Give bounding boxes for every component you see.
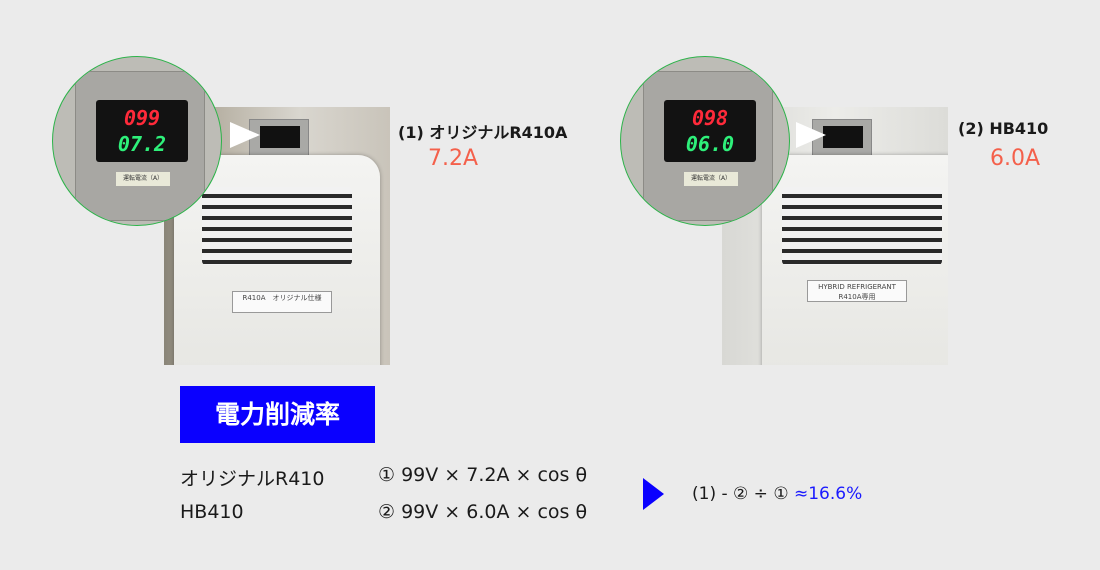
vent-grille: [782, 187, 942, 265]
meter-display: 099 07.2: [96, 100, 188, 162]
current-reading: 06.0: [685, 132, 735, 156]
current-reading: 07.2: [117, 132, 167, 156]
unit-tag: HYBRID REFRIGERANT R410A専用: [807, 280, 907, 302]
meter-display: 098 06.0: [664, 100, 756, 162]
voltage-reading: 098: [691, 106, 729, 130]
calculation-result: ≈16.6%: [793, 484, 863, 504]
calculation: (1) - ② ÷ ① ≈16.6%: [692, 484, 862, 504]
section-title: 電力削減率: [180, 386, 375, 443]
photo-original-unit: R410A オリジナル仕様: [164, 107, 390, 365]
photo-hb410-unit: HYBRID REFRIGERANT R410A専用: [722, 107, 948, 365]
product-label: (2) HB410: [958, 119, 1049, 138]
air-conditioner-unit: R410A オリジナル仕様: [174, 155, 380, 365]
unit-tag: R410A オリジナル仕様: [232, 291, 332, 313]
vent-grille: [202, 187, 352, 265]
meter-caption: 運転電流（A）: [684, 172, 738, 186]
row-name: HB410: [180, 501, 244, 523]
meter-caption: 運転電流（A）: [116, 172, 170, 186]
row-formula: ② 99V × 6.0A × cos θ: [378, 501, 588, 523]
meter-zoom-hb410: 098 06.0 運転電流（A）: [620, 56, 790, 226]
row-formula: ① 99V × 7.2A × cos θ: [378, 464, 588, 486]
row-name: オリジナルR410: [180, 468, 325, 490]
current-value: 6.0A: [990, 146, 1041, 171]
calculation-expression: (1) - ② ÷ ①: [692, 484, 789, 504]
current-value: 7.2A: [428, 146, 479, 171]
meter-zoom-original: 099 07.2 運転電流（A）: [52, 56, 222, 226]
zoom-pointer: [796, 122, 826, 148]
product-label: (1) オリジナルR410A: [398, 123, 568, 142]
arrow-right-icon: [643, 478, 664, 510]
zoom-pointer: [230, 122, 260, 148]
voltage-reading: 099: [123, 106, 161, 130]
air-conditioner-unit: HYBRID REFRIGERANT R410A専用: [762, 155, 948, 365]
